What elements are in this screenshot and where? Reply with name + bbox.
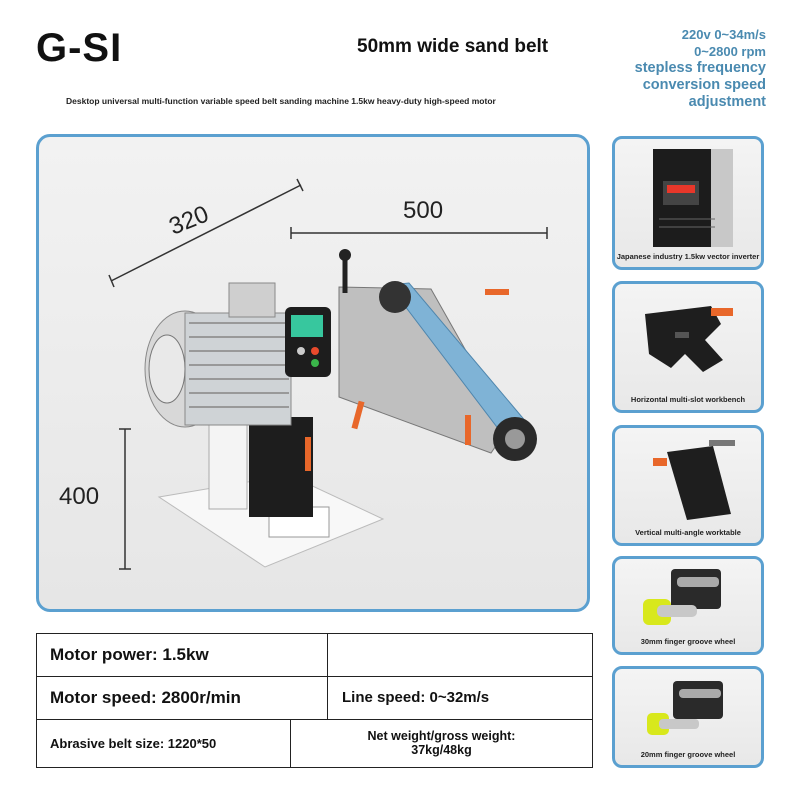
dimension-width-label: 500 [403, 197, 444, 224]
spec-stepless: stepless frequency [634, 60, 766, 76]
spec-adjustment: adjustment [688, 94, 766, 110]
weight-value: 37kg/48kg [411, 743, 472, 757]
wheel-30mm-caption: 30mm finger groove wheel [640, 637, 736, 646]
subtitle: Desktop universal multi-function variabl… [66, 96, 496, 106]
weight-cell: Net weight/gross weight: 37kg/48kg [290, 719, 592, 767]
weight-label: Net weight/gross weight: [367, 729, 516, 743]
spec-voltage-speed: 220v 0~34m/s [681, 27, 766, 42]
accessory-30mm-wheel: 30mm finger groove wheel [612, 556, 764, 655]
spec-row-power: Motor power: 1.5kw [37, 634, 592, 677]
spec-rpm: 0~2800 rpm [694, 44, 766, 59]
horizontal-workbench-caption: Horizontal multi-slot workbench [630, 395, 746, 404]
wheel-20mm-image [647, 681, 723, 735]
inverter-image [653, 149, 733, 247]
accessory-20mm-wheel: 20mm finger groove wheel [612, 666, 764, 768]
accessory-horizontal-workbench: Horizontal multi-slot workbench [612, 281, 764, 413]
brand-logo: G-SI [36, 26, 123, 70]
spec-row-speed: Motor speed: 2800r/min Line speed: 0~32m… [37, 676, 592, 720]
top-right-specs: 220v 0~34m/s 0~2800 rpm stepless frequen… [635, 26, 766, 111]
inverter-caption: Japanese industry 1.5kw vector inverter [616, 252, 760, 261]
horizontal-workbench-image [645, 306, 733, 372]
motor-power-cell: Motor power: 1.5kw [50, 645, 209, 664]
wheel-20mm-caption: 20mm finger groove wheel [640, 750, 736, 759]
machine-illustration [108, 178, 548, 570]
belt-size-cell: Abrasive belt size: 1220*50 [50, 735, 217, 751]
vertical-worktable-image [653, 440, 735, 520]
dimension-height-label: 400 [59, 483, 100, 510]
line-speed-cell: Line speed: 0~32m/s [327, 676, 592, 719]
wheel-30mm-image [643, 569, 721, 625]
spec-table: Motor power: 1.5kw Motor speed: 2800r/mi… [36, 633, 593, 768]
headline: 50mm wide sand belt [357, 36, 549, 57]
vertical-worktable-caption: Vertical multi-angle worktable [635, 528, 741, 537]
accessory-inverter: Japanese industry 1.5kw vector inverter [612, 136, 764, 270]
motor-speed-cell: Motor speed: 2800r/min [50, 687, 241, 707]
spec-row-size-weight: Abrasive belt size: 1220*50 Net weight/g… [37, 719, 592, 767]
main-product-panel: 320 500 400 [36, 134, 590, 612]
spec-conversion: conversion speed [642, 77, 766, 93]
accessory-vertical-worktable: Vertical multi-angle worktable [612, 425, 764, 546]
motor-power-right-cell [327, 634, 592, 676]
